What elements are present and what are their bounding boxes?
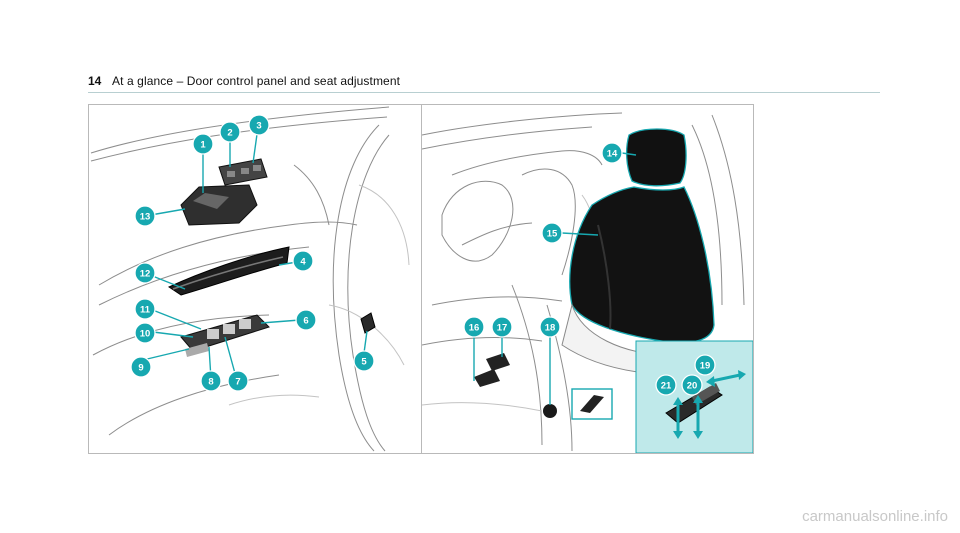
svg-text:7: 7 xyxy=(235,377,240,388)
svg-text:20: 20 xyxy=(687,381,698,392)
svg-text:21: 21 xyxy=(661,381,672,392)
callout-17: 17 xyxy=(491,316,513,338)
seat-switch-inset xyxy=(635,340,753,453)
callout-9: 9 xyxy=(130,356,152,378)
page-title: At a glance – Door control panel and sea… xyxy=(112,74,401,88)
svg-text:10: 10 xyxy=(140,329,151,340)
svg-text:9: 9 xyxy=(138,363,143,374)
seat-floor-controls xyxy=(474,353,613,420)
door-sketch xyxy=(90,106,410,452)
door-lock-button xyxy=(360,312,376,334)
svg-text:14: 14 xyxy=(607,149,618,160)
window-switch-panel xyxy=(180,314,270,357)
svg-text:17: 17 xyxy=(497,323,508,334)
svg-text:13: 13 xyxy=(140,212,151,223)
callout-5: 5 xyxy=(353,350,375,372)
svg-text:6: 6 xyxy=(303,316,308,327)
page-number: 14 xyxy=(88,74,102,88)
svg-text:5: 5 xyxy=(361,357,367,368)
callout-1: 1 xyxy=(192,133,214,155)
callout-11: 11 xyxy=(134,298,156,320)
svg-text:4: 4 xyxy=(300,257,306,268)
svg-text:15: 15 xyxy=(547,229,558,240)
seat-memory-buttons xyxy=(180,158,268,226)
svg-text:1: 1 xyxy=(200,140,206,151)
callout-7: 7 xyxy=(227,370,249,392)
door-handle xyxy=(167,246,290,296)
callout-2: 2 xyxy=(219,121,241,143)
callout-6: 6 xyxy=(295,309,317,331)
svg-text:19: 19 xyxy=(700,361,711,372)
page-header: 14 At a glance – Door control panel and … xyxy=(88,72,880,93)
callout-13: 13 xyxy=(134,205,156,227)
svg-text:8: 8 xyxy=(208,377,213,388)
left-callouts: 1 2 3 4 5 6 7 8 9 10 11 12 13 xyxy=(130,114,375,392)
right-callouts: 14 15 16 17 18 19 20 21 xyxy=(463,142,716,396)
callout-15: 15 xyxy=(541,222,563,244)
callout-8: 8 xyxy=(200,370,222,392)
callout-4: 4 xyxy=(292,250,314,272)
callout-14: 14 xyxy=(601,142,623,164)
svg-text:2: 2 xyxy=(227,128,232,139)
callout-10: 10 xyxy=(134,322,156,344)
seat-illustration: 14 15 16 17 18 19 20 21 xyxy=(421,104,754,454)
watermark: carmanualsonline.info xyxy=(802,508,948,525)
svg-text:3: 3 xyxy=(256,121,261,132)
callout-19: 19 xyxy=(694,354,716,376)
svg-text:12: 12 xyxy=(140,269,151,280)
svg-text:18: 18 xyxy=(545,323,556,334)
right-leader-lines xyxy=(473,152,637,405)
svg-text:11: 11 xyxy=(140,305,151,316)
callout-3: 3 xyxy=(248,114,270,136)
callout-21: 21 xyxy=(655,374,677,396)
callout-16: 16 xyxy=(463,316,485,338)
door-panel-drawing xyxy=(90,106,410,452)
seat-drawing xyxy=(422,112,753,453)
svg-text:16: 16 xyxy=(469,323,480,334)
callout-18: 18 xyxy=(539,316,561,338)
door-panel-illustration: 1 2 3 4 5 6 7 8 9 10 11 12 13 xyxy=(88,104,422,454)
callout-20: 20 xyxy=(681,374,703,396)
callout-12: 12 xyxy=(134,262,156,284)
